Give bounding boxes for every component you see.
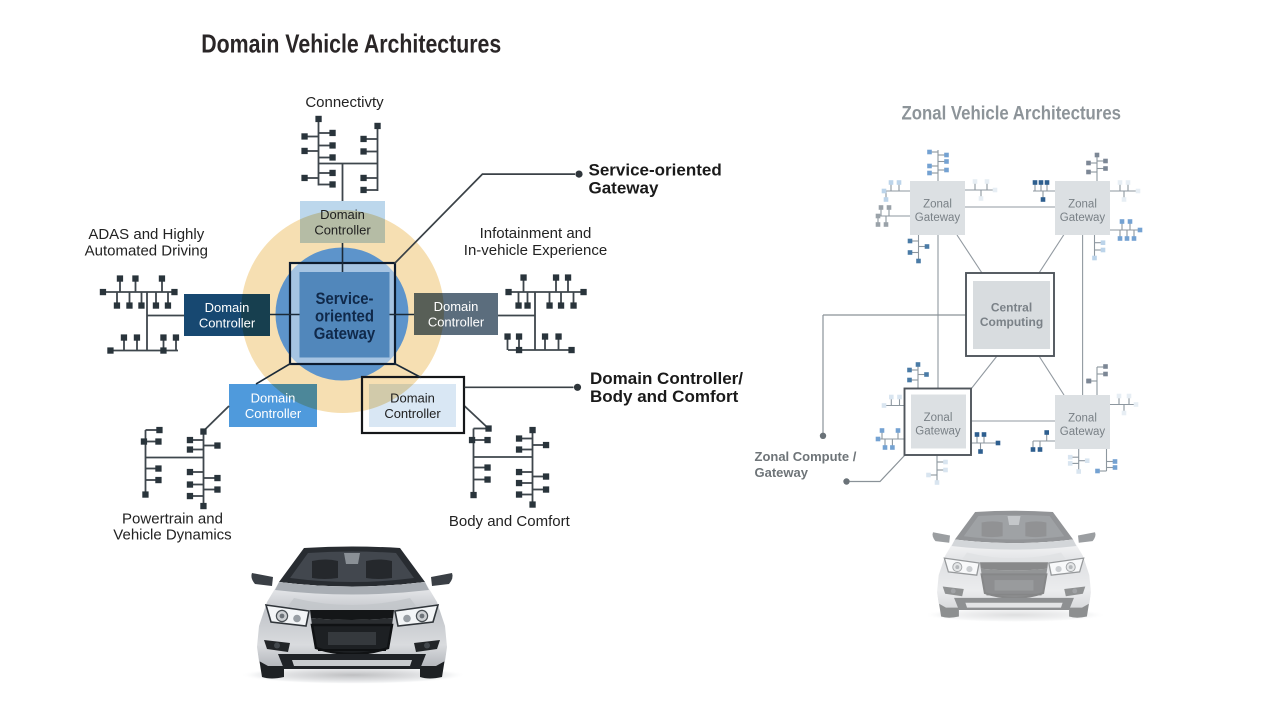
svg-text:ADAS and Highly: ADAS and Highly — [88, 226, 204, 243]
svg-text:Domain: Domain — [205, 300, 250, 315]
svg-text:Domain: Domain — [251, 391, 296, 406]
svg-text:Controller: Controller — [384, 406, 441, 421]
svg-text:Computing: Computing — [980, 315, 1043, 329]
svg-text:Automated Driving: Automated Driving — [85, 243, 208, 260]
svg-text:Gateway: Gateway — [589, 178, 659, 197]
svg-text:Domain Controller/: Domain Controller/ — [590, 369, 743, 388]
svg-text:Gateway: Gateway — [755, 465, 809, 480]
svg-text:Controller: Controller — [199, 315, 256, 330]
svg-text:Domain: Domain — [390, 391, 435, 406]
svg-text:Body and Comfort: Body and Comfort — [449, 513, 571, 530]
svg-text:oriented: oriented — [315, 308, 374, 326]
svg-text:Central: Central — [991, 301, 1032, 315]
svg-text:Vehicle Dynamics: Vehicle Dynamics — [113, 527, 231, 544]
svg-text:Controller: Controller — [245, 406, 302, 421]
svg-text:Domain: Domain — [320, 207, 365, 222]
svg-text:Controller: Controller — [428, 314, 485, 329]
svg-text:Zonal: Zonal — [923, 198, 952, 210]
svg-text:Gateway: Gateway — [1060, 426, 1106, 438]
svg-text:Gateway: Gateway — [314, 325, 376, 343]
svg-text:Gateway: Gateway — [915, 212, 961, 224]
svg-text:Gateway: Gateway — [1060, 212, 1106, 224]
svg-text:Zonal: Zonal — [924, 412, 953, 424]
svg-text:Body and Comfort: Body and Comfort — [590, 387, 739, 406]
svg-text:Infotainment and: Infotainment and — [480, 225, 592, 242]
svg-text:Service-: Service- — [316, 290, 374, 308]
svg-text:In-vehicle Experience: In-vehicle Experience — [464, 242, 607, 259]
svg-text:Service-oriented: Service-oriented — [589, 161, 722, 180]
svg-text:Domain Vehicle Architectures: Domain Vehicle Architectures — [201, 29, 501, 59]
svg-text:Controller: Controller — [314, 222, 371, 237]
svg-text:Zonal Vehicle Architectures: Zonal Vehicle Architectures — [902, 103, 1122, 125]
svg-text:Domain: Domain — [434, 299, 479, 314]
svg-text:Zonal: Zonal — [1068, 198, 1097, 210]
svg-text:Gateway: Gateway — [915, 425, 961, 437]
svg-text:Powertrain and: Powertrain and — [122, 510, 223, 527]
svg-text:Zonal: Zonal — [1068, 412, 1097, 424]
svg-text:Connectivty: Connectivty — [305, 94, 384, 111]
svg-text:Zonal Compute /: Zonal Compute / — [755, 449, 857, 464]
